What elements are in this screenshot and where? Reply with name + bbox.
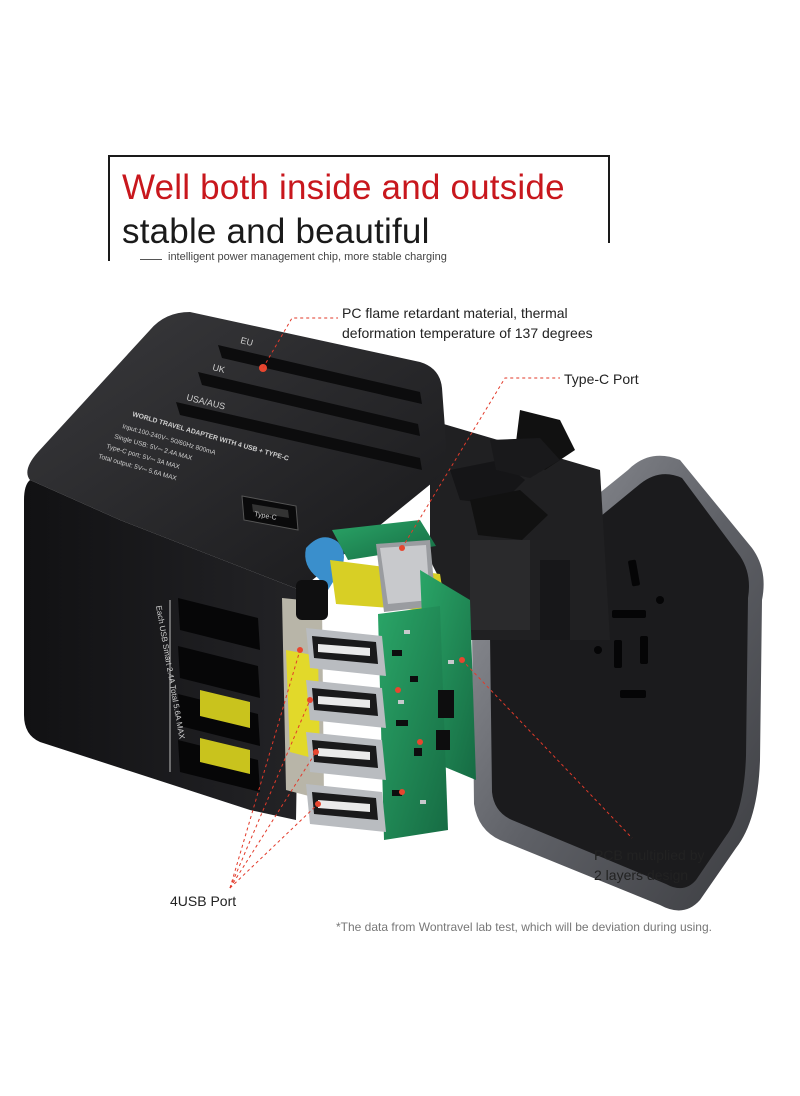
callout-pcb-line2: 2 layers design <box>594 867 689 883</box>
callout-pcb-line1: PCB multiplied by <box>594 847 705 863</box>
header-frame-left <box>108 155 110 261</box>
header-frame-top <box>108 155 610 157</box>
callout-type-c: Type-C Port <box>564 371 639 387</box>
exposed-usb-modules <box>306 628 386 832</box>
pcb-boards <box>332 520 476 840</box>
callout-pc-line1: PC flame retardant material, thermal <box>342 305 568 321</box>
front-usb-ports <box>178 598 260 792</box>
header-frame-right <box>608 155 610 243</box>
headline-black: stable and beautiful <box>122 212 430 251</box>
label-eu: EU <box>240 335 255 348</box>
label-uk: UK <box>212 362 227 375</box>
callout-usb: 4USB Port <box>170 893 237 909</box>
subtitle-dash <box>140 259 162 260</box>
headline-red: Well both inside and outside <box>122 168 565 207</box>
footnote: *The data from Wontravel lab test, which… <box>336 920 712 934</box>
callout-pc-line2: deformation temperature of 137 degrees <box>342 325 593 341</box>
callout-lines <box>229 317 633 889</box>
label-typec: Type-C <box>254 511 277 522</box>
slider-mechanism <box>430 410 610 640</box>
header-subtitle: intelligent power management chip, more … <box>168 251 447 263</box>
